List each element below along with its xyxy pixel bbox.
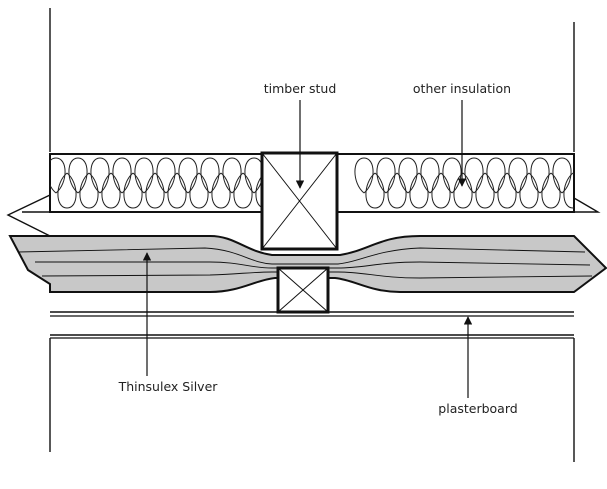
right-break-lines — [573, 197, 601, 213]
insulation-loop — [167, 172, 187, 209]
insulation-loop — [233, 172, 253, 209]
insulation-loop — [486, 157, 506, 194]
insulation-loop — [79, 172, 99, 209]
insulation-loop — [50, 157, 66, 194]
plasterboard-layer — [50, 311, 574, 339]
insulation-loop — [189, 172, 209, 209]
left-break-lines — [6, 194, 51, 237]
insulation-loop — [508, 157, 528, 194]
other-insulation-label: other insulation — [413, 81, 511, 96]
thinsulex-silver-label: Thinsulex Silver — [118, 379, 219, 394]
insulation-loop — [365, 172, 385, 209]
insulation-loop — [222, 157, 242, 194]
thinsulex-silver-layer — [8, 235, 607, 293]
insulation-loop — [530, 157, 550, 194]
insulation-loop — [112, 157, 132, 194]
insulation-loop — [475, 172, 495, 209]
insulation-loop — [101, 172, 121, 209]
insulation-loop — [123, 172, 143, 209]
insulation-loop — [200, 157, 220, 194]
insulation-loop — [376, 157, 396, 194]
timber-batten — [276, 266, 330, 314]
insulation-loop — [68, 157, 88, 194]
insulation-loop — [519, 172, 539, 209]
insulation-loop — [431, 172, 451, 209]
insulation-loop — [563, 172, 574, 209]
insulation-loop — [134, 157, 154, 194]
insulation-loop — [387, 172, 407, 209]
insulation-loop — [156, 157, 176, 194]
insulation-loop — [464, 157, 484, 194]
insulation-loop — [453, 172, 473, 209]
insulation-loop — [90, 157, 110, 194]
timber-stud-label: timber stud — [264, 81, 337, 96]
insulation-loop — [552, 157, 572, 194]
insulation-loop — [497, 172, 517, 209]
insulation-loop — [145, 172, 165, 209]
insulation-loop — [211, 172, 231, 209]
insulation-loop — [409, 172, 429, 209]
insulation-loop — [354, 157, 374, 194]
insulation-loop — [398, 157, 418, 194]
insulation-loop — [57, 172, 77, 209]
insulation-loop — [541, 172, 561, 209]
plasterboard-label: plasterboard — [438, 401, 517, 416]
insulation-loop — [420, 157, 440, 194]
insulation-loop — [178, 157, 198, 194]
